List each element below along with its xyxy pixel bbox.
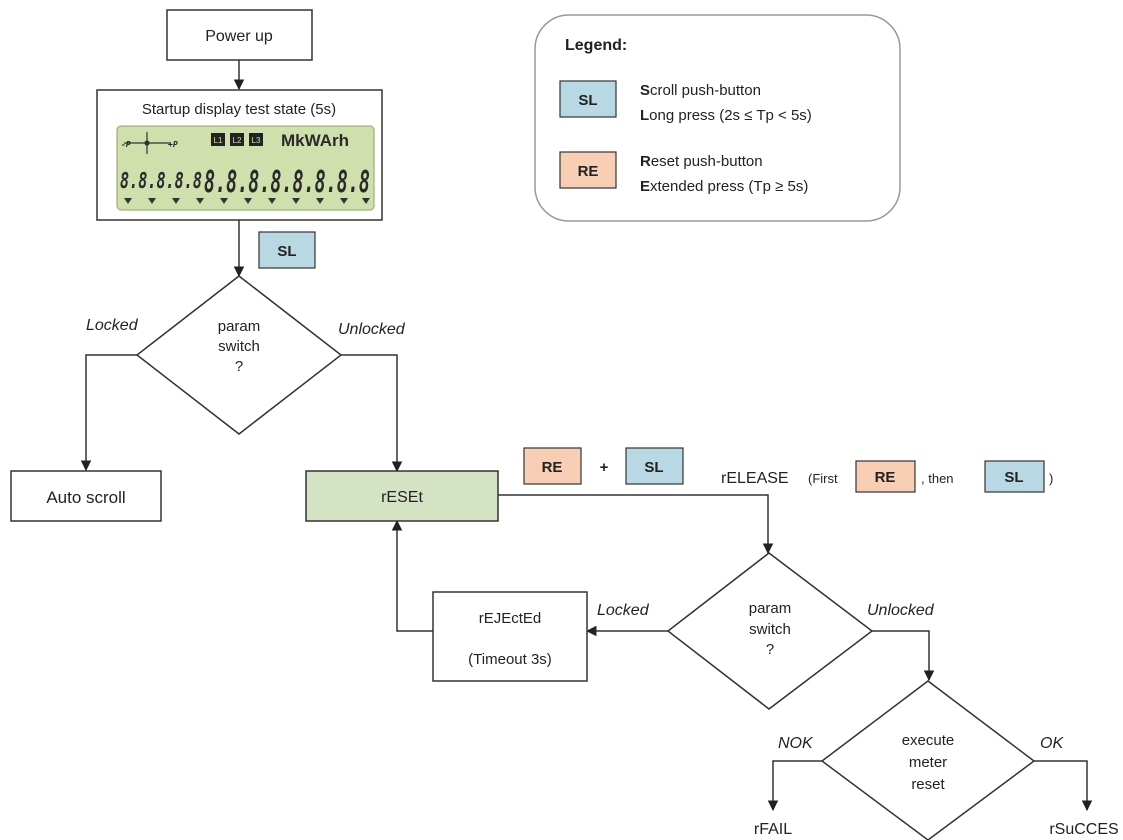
edge-label-ok: OK (1040, 735, 1064, 752)
legend-sl-line2: Long press (2s ≤ Tp < 5s) (640, 107, 812, 124)
edge-label-locked-2: Locked (597, 602, 650, 619)
legend-re-line1: Reset push-button (640, 153, 763, 170)
decision1-line3: ? (235, 358, 243, 375)
sl-badge-release (984, 460, 1045, 493)
release-first: (First (808, 471, 838, 486)
legend-box (534, 14, 901, 222)
decision1-line2: switch (218, 338, 260, 355)
auto-scroll-box (10, 470, 162, 522)
decision2-line3: ? (766, 641, 774, 658)
decision3-line2: meter (909, 754, 947, 771)
lcd-direction-indicator (124, 132, 170, 154)
legend-sl-badge-label: SL (578, 92, 597, 109)
edge-locked-to-autoscroll (80, 354, 137, 472)
lcd-l1-label: L1 (214, 136, 223, 145)
lcd-l1-icon (211, 133, 225, 146)
edge-label-unlocked-1: Unlocked (338, 321, 406, 338)
power-up-box (166, 9, 313, 61)
rejected-line2: (Timeout 3s) (468, 651, 552, 668)
sl-badge-combo-label: SL (644, 459, 663, 476)
lcd-p-right: +P (168, 140, 178, 149)
edge-label-locked-1: Locked (86, 317, 139, 334)
re-badge-release (855, 460, 916, 493)
decision-param-switch-2 (666, 552, 874, 710)
rejected-box (432, 591, 588, 682)
sl-badge-combo (625, 447, 684, 485)
legend-title: Legend: (565, 37, 627, 54)
edge-unlocked-to-reset (341, 354, 403, 473)
decision-execute-meter-reset (820, 680, 1036, 840)
release-close: ) (1049, 471, 1053, 486)
lcd-digits-right: 8.8.8.8.8.8.8.8 (204, 165, 370, 200)
re-badge-combo-label: RE (542, 459, 563, 476)
reset-label: rESEt (381, 489, 423, 506)
lcd-l2-icon (230, 133, 244, 146)
edge-label-unlocked-2: Unlocked (867, 602, 935, 619)
decision-param-switch-1 (135, 275, 343, 435)
edge-label-nok: NOK (778, 735, 814, 752)
legend-sl-badge (559, 80, 617, 118)
lcd-digits-left: 8.8.8.8.8 (120, 169, 202, 194)
edge-unlocked-to-decision3 (872, 630, 935, 682)
release-then: , then (921, 471, 954, 486)
decision2-line1: param (749, 600, 792, 617)
lcd-l2-label: L2 (233, 136, 242, 145)
edge-reset-to-decision2 (498, 494, 774, 555)
power-up-label: Power up (205, 28, 273, 45)
lcd-p-left: -P (121, 140, 131, 149)
legend-sl-line1: Scroll push-button (640, 82, 761, 99)
lcd-l3-icon (249, 133, 263, 146)
re-badge-combo (523, 447, 582, 485)
result-success: rSuCCES (1049, 821, 1118, 838)
auto-scroll-label: Auto scroll (46, 488, 125, 507)
re-badge-release-label: RE (875, 469, 896, 486)
legend-re-badge-label: RE (578, 163, 599, 180)
legend-re-badge (559, 151, 617, 189)
decision2-line2: switch (749, 621, 791, 638)
rejected-line1: rEJEctEd (479, 610, 542, 627)
lcd-panel (116, 125, 375, 211)
edge-ok-to-success (1034, 760, 1093, 812)
reset-box (305, 470, 499, 522)
result-fail: rFAIL (754, 821, 792, 838)
lcd-units: MkWArh (281, 131, 349, 150)
edge-rejected-to-reset (391, 519, 433, 632)
legend-re-line2: Extended press (Tp ≥ 5s) (640, 178, 808, 195)
plus-sign: + (600, 459, 609, 476)
release-prefix: rELEASE (721, 470, 789, 487)
sl-badge-release-label: SL (1004, 469, 1023, 486)
edge-nok-to-fail (767, 760, 822, 812)
lcd-l3-label: L3 (252, 136, 261, 145)
lcd-marker-row (124, 198, 370, 204)
sl-badge-startup (258, 231, 316, 269)
decision3-line3: reset (911, 776, 945, 793)
sl-badge-startup-label: SL (277, 243, 296, 260)
decision3-line1: execute (902, 732, 955, 749)
startup-title: Startup display test state (5s) (142, 101, 336, 118)
decision1-line1: param (218, 318, 261, 335)
